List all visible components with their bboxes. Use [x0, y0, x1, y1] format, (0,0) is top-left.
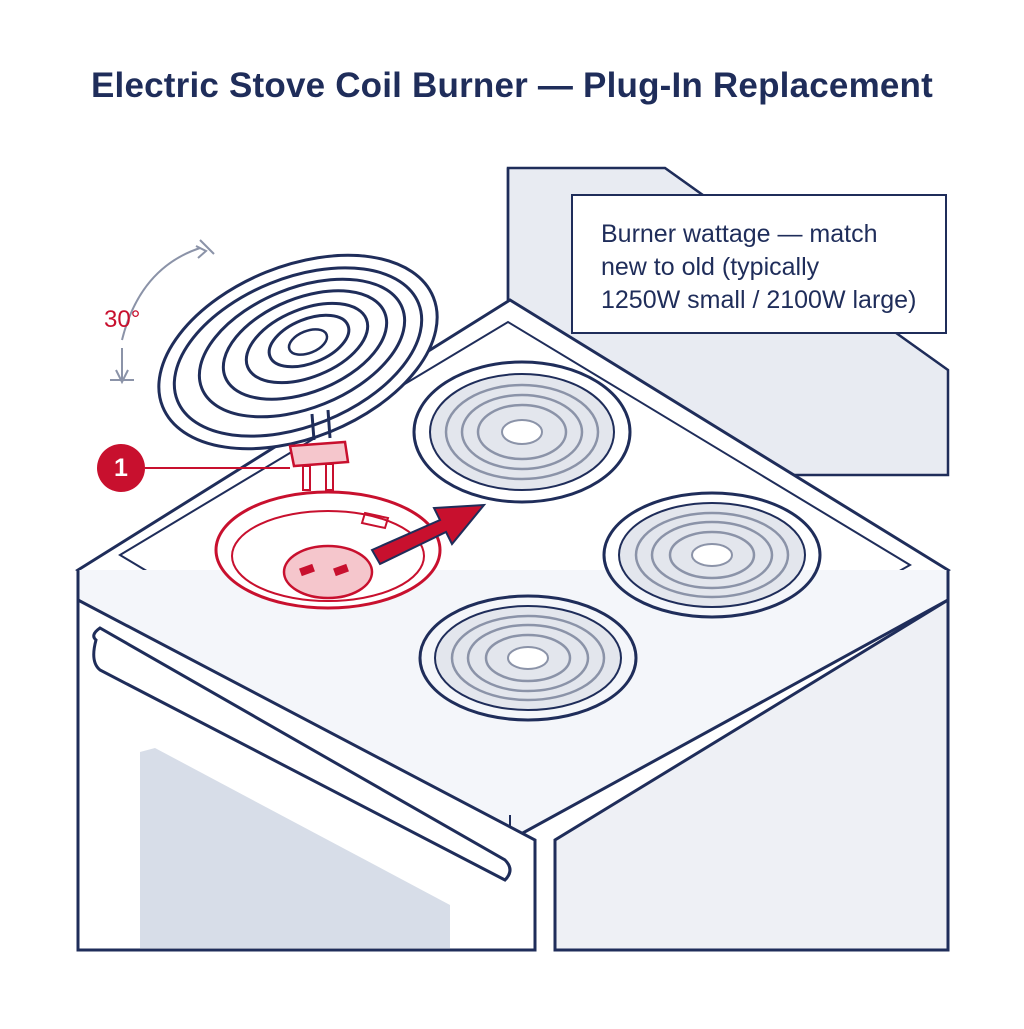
coil-burner-front — [418, 594, 638, 722]
arrow-icon — [370, 503, 487, 566]
coil-burner-icon — [157, 253, 439, 451]
door-handle — [92, 626, 512, 882]
coil-burner-right — [602, 491, 822, 619]
callout-line: Burner wattage — match — [601, 220, 878, 248]
wattage-callout: Burner wattage — match new to old (typic… — [571, 194, 947, 334]
angle-indicator — [110, 239, 215, 385]
angle-label: 30° — [104, 306, 141, 333]
oven-window — [140, 748, 450, 948]
receptacle-icon — [214, 490, 442, 610]
callout-line: new to old (typically — [601, 253, 820, 281]
oven-body — [76, 597, 950, 952]
coil-burner-back-right — [412, 360, 632, 504]
plug-icon — [288, 440, 350, 491]
diagram-title: Electric Stove Coil Burner — Plug-In Rep… — [90, 66, 933, 105]
callout-line: 1250W small / 2100W large) — [601, 286, 917, 314]
step-marker: 1 — [97, 444, 145, 492]
